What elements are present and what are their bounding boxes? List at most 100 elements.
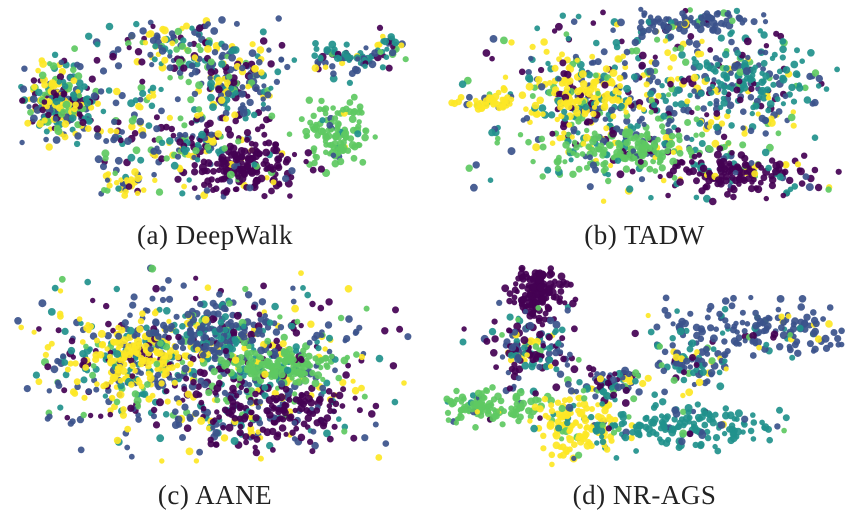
scatter-point [157, 340, 164, 347]
scatter-point [298, 116, 305, 123]
scatter-point [350, 93, 358, 101]
scatter-point [163, 123, 170, 131]
scatter-point [216, 325, 224, 333]
scatter-point [525, 138, 532, 146]
scatter-point [332, 367, 338, 374]
scatter-point [371, 49, 379, 57]
scatter-point [124, 346, 131, 354]
scatter-point [242, 433, 250, 441]
scatter-point [123, 177, 130, 183]
scatter-point [514, 353, 522, 361]
scatter-point [18, 324, 25, 331]
scatter-point [355, 56, 361, 62]
scatter-point [61, 133, 69, 141]
scatter-point [104, 346, 110, 352]
scatter-point [145, 370, 152, 377]
scatter-point [661, 140, 668, 147]
scatter-point [599, 438, 607, 445]
scatter-point [151, 309, 159, 317]
scatter-point [705, 22, 711, 29]
scatter-point [536, 96, 544, 105]
scatter-point [291, 57, 298, 63]
scatter-point [384, 46, 390, 52]
scatter-point [809, 100, 816, 107]
scatter-point [165, 295, 174, 303]
scatter-point [675, 132, 683, 140]
scatter-point [148, 102, 156, 110]
scatter-point [765, 95, 772, 101]
scatter-point [207, 182, 213, 188]
scatter-point [191, 372, 198, 379]
scatter-point [224, 352, 230, 359]
scatter-point [773, 73, 780, 81]
scatter-point [215, 76, 223, 85]
scatter-point [85, 388, 92, 395]
scatter-point [575, 356, 582, 363]
scatter-point [200, 405, 207, 412]
scatter-point [233, 90, 239, 96]
scatter-point [615, 139, 622, 147]
scatter-point [562, 280, 571, 288]
scatter-point [697, 50, 705, 58]
scatter-point [164, 352, 173, 360]
scatter-point [699, 428, 705, 435]
scatter-point [257, 151, 263, 157]
scatter-point [169, 40, 176, 47]
scatter-point [740, 125, 746, 131]
scatter-point [214, 130, 222, 138]
scatter-point [754, 185, 763, 194]
scatter-point [757, 102, 765, 110]
scatter-point [491, 99, 499, 106]
scatter-point [548, 111, 556, 119]
scatter-point [592, 166, 599, 174]
scatter-point [38, 299, 47, 308]
scatter-point [115, 332, 123, 340]
scatter-point [49, 62, 58, 70]
scatter-point [175, 58, 184, 67]
scatter-point [195, 32, 202, 38]
scatter-point [766, 100, 775, 108]
scatter-point [317, 304, 325, 312]
scatter-plot-nr-ags [443, 264, 845, 468]
scatter-point [90, 297, 96, 304]
scatter-point [239, 64, 246, 72]
scatter-point [352, 330, 359, 336]
scatter-point [289, 375, 295, 381]
scatter-point [666, 117, 673, 124]
scatter-point [722, 177, 730, 185]
scatter-point [278, 424, 287, 432]
scatter-point [252, 414, 260, 422]
scatter-point [350, 434, 358, 442]
scatter-point [662, 294, 670, 302]
scatter-point [236, 429, 244, 437]
scatter-point [223, 306, 229, 313]
scatter-point [768, 157, 776, 164]
scatter-point [191, 185, 198, 192]
scatter-point [265, 139, 273, 147]
scatter-point [631, 38, 639, 47]
scatter-point [658, 438, 665, 446]
scatter-point [213, 441, 220, 448]
scatter-point [590, 78, 598, 87]
scatter-point [704, 434, 712, 442]
scatter-point [379, 64, 386, 71]
scatter-point [640, 106, 647, 113]
scatter-point [684, 119, 692, 126]
scatter-point [656, 343, 663, 350]
scatter-point [323, 429, 331, 438]
scatter-point [270, 419, 277, 426]
scatter-point [677, 45, 685, 52]
scatter-point [573, 388, 580, 395]
scatter-point [61, 83, 69, 90]
scatter-point [221, 43, 229, 51]
scatter-plot-tadw [448, 6, 842, 206]
scatter-point [107, 127, 114, 134]
scatter-point [616, 170, 625, 179]
scatter-point [253, 435, 261, 443]
scatter-point [466, 93, 473, 101]
scatter-point [721, 338, 728, 345]
scatter-point [80, 357, 88, 365]
scatter-point [60, 90, 68, 98]
scatter-point [600, 167, 607, 174]
scatter-point [733, 7, 741, 15]
